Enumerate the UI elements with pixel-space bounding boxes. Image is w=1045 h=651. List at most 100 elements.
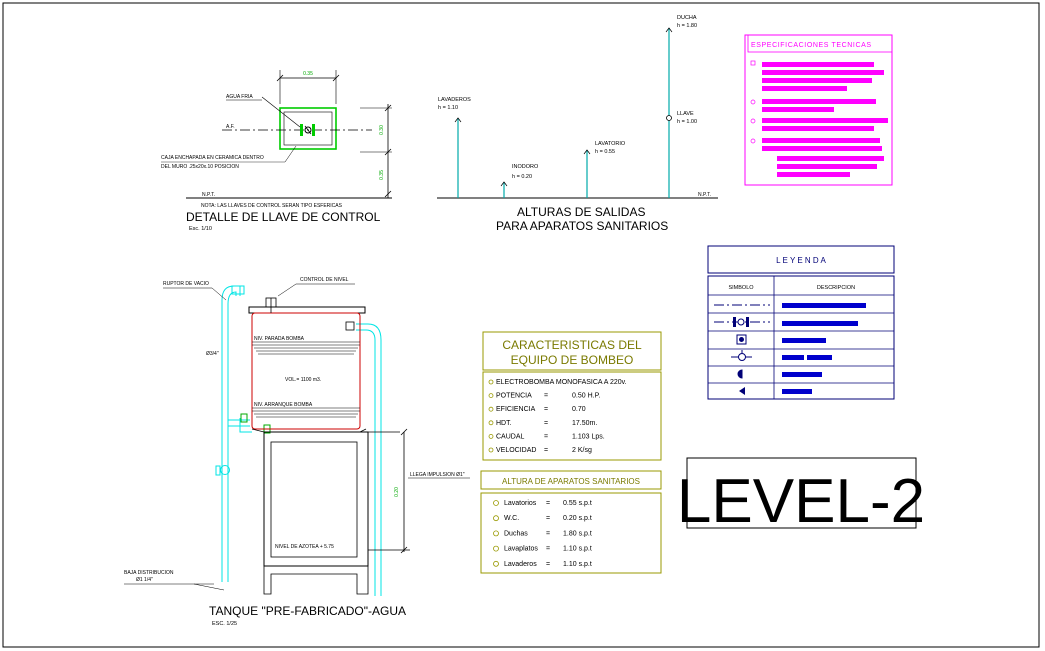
scale-detalle: Esc. 1/10 bbox=[189, 226, 212, 232]
altura-aparatos-sanitarios: ALTURA DE APARATOS SANITARIOS Lavatorios… bbox=[480, 470, 662, 574]
bullet-icon bbox=[488, 406, 494, 412]
label-lavatorio: LAVATORIO bbox=[595, 141, 626, 147]
col-descripcion: DESCRIPCION bbox=[817, 285, 855, 291]
label-azotea: NIVEL DE AZOTEA + 5.75 bbox=[275, 544, 334, 550]
aparato-label: Duchas bbox=[504, 530, 528, 537]
scale-tanque: ESC. 1/25 bbox=[212, 621, 237, 627]
detalle-llave-control: 0.35 A.F. AGUA FRIA 0.30 0.35 CAJA ENCHA… bbox=[161, 70, 392, 232]
level-stamp: LEVEL-2 bbox=[677, 457, 925, 536]
aparato-eq: = bbox=[546, 515, 550, 522]
bombeo-label: POTENCIA bbox=[496, 393, 532, 400]
label-lavatorio-h: h = 0.55 bbox=[595, 149, 615, 155]
dim-altura-base: 0.20 bbox=[394, 487, 400, 497]
bombeo-eq: = bbox=[544, 393, 548, 400]
spec-text-bar bbox=[777, 164, 877, 169]
label-lavaderos-h: h = 1.10 bbox=[438, 105, 458, 111]
bullet-icon bbox=[488, 447, 494, 453]
aparato-eq: = bbox=[546, 500, 550, 507]
meter-box-icon bbox=[736, 334, 747, 345]
bullet-icon bbox=[493, 530, 499, 537]
bullet-icon bbox=[493, 545, 499, 552]
legend-desc-bar bbox=[782, 372, 822, 377]
spec-text-bar bbox=[762, 62, 874, 67]
spec-text-bar bbox=[777, 172, 850, 177]
label-inodoro: INODORO bbox=[512, 164, 539, 170]
tanque-prefabricado: NIV. PARADA BOMBA VOL.= 1100 m3. NIV. AR… bbox=[124, 277, 470, 627]
label-agua-fria: AGUA FRIA bbox=[226, 94, 253, 100]
spec-text-bar bbox=[762, 70, 884, 75]
label-caja-2: DEL MURO .25x20x.10 POSICION bbox=[161, 164, 239, 170]
dim-top: 0.35 bbox=[303, 71, 313, 77]
legend-desc-bar bbox=[782, 355, 804, 360]
specs-bullet bbox=[750, 60, 756, 66]
bombeo-value: 1.103 Lps. bbox=[572, 433, 605, 440]
label-control-nivel: CONTROL DE NIVEL bbox=[300, 277, 349, 283]
label-ducha: DUCHA bbox=[677, 15, 697, 21]
triangle-icon bbox=[739, 387, 745, 395]
label-npt-detail: N.P.T. bbox=[202, 192, 215, 198]
title-detalle: DETALLE DE LLAVE DE CONTROL bbox=[186, 210, 381, 224]
title-alturas-1: ALTURAS DE SALIDAS bbox=[517, 205, 645, 219]
bombeo-eq: = bbox=[544, 447, 548, 454]
spec-text-bar bbox=[762, 99, 876, 104]
bullet-icon bbox=[493, 560, 499, 567]
level-text: LEVEL-2 bbox=[677, 467, 925, 536]
label-llave-h: h = 1.00 bbox=[677, 119, 697, 125]
alturas-salidas: N.P.T. LAVADEROS h = 1.10 INODORO h = 0.… bbox=[437, 15, 718, 233]
valve-icon bbox=[731, 350, 752, 361]
title-bombeo-2: EQUIPO DE BOMBEO bbox=[511, 353, 634, 367]
legend-desc-bar bbox=[782, 338, 826, 343]
bombeo-value: 0.70 bbox=[572, 406, 586, 413]
bullet-icon bbox=[488, 393, 494, 399]
aparato-label: W.C. bbox=[504, 515, 519, 522]
specs-bullet bbox=[750, 118, 756, 124]
bombeo-label: HDT. bbox=[496, 420, 512, 427]
spec-text-bar bbox=[762, 86, 847, 91]
specs-bullet bbox=[750, 99, 756, 105]
bullet-icon bbox=[488, 379, 494, 385]
spec-text-bar bbox=[762, 118, 888, 123]
dim-right-2: 0.35 bbox=[379, 170, 385, 180]
bombeo-eq: = bbox=[544, 433, 548, 440]
aparato-value: 1.10 s.p.t bbox=[563, 561, 592, 568]
aparato-label: Lavaderos bbox=[504, 561, 537, 568]
label-llave: LLAVE bbox=[677, 111, 694, 117]
legend-desc-bar bbox=[807, 355, 832, 360]
spec-text-bar bbox=[762, 107, 834, 112]
bullet-icon bbox=[488, 420, 494, 426]
bombeo-value: 17.50m. bbox=[572, 420, 597, 427]
bombeo-value: 2 K/sg bbox=[572, 447, 592, 454]
aparato-eq: = bbox=[546, 530, 550, 537]
bullet-icon bbox=[488, 433, 494, 439]
title-bombeo-1: CARACTERISTICAS DEL bbox=[502, 338, 642, 352]
spec-text-bar bbox=[762, 146, 882, 151]
valve-union-icon bbox=[714, 317, 770, 327]
label-af: A.F. bbox=[226, 124, 235, 130]
spec-text-bar bbox=[762, 138, 880, 143]
dim-right-1: 0.30 bbox=[379, 125, 385, 135]
bombeo-label: EFICIENCIA bbox=[496, 406, 536, 413]
label-ruptor: RUPTOR DE VACIO bbox=[163, 281, 209, 287]
spec-text-bar bbox=[762, 126, 874, 131]
label-parada: NIV. PARADA BOMBA bbox=[254, 336, 305, 342]
label-npt-alturas: N.P.T. bbox=[698, 192, 711, 198]
aparato-value: 0.20 s.p.t bbox=[563, 515, 592, 522]
label-vol: VOL.= 1100 m3. bbox=[285, 377, 321, 383]
label-caja-1: CAJA ENCHAPADA EN CERAMICA DENTRO bbox=[161, 155, 264, 161]
legend-desc-bar bbox=[782, 389, 812, 394]
caja-llave bbox=[279, 107, 337, 150]
label-baja-diam: Ø1 1/4" bbox=[136, 577, 153, 583]
label-ducha-h: h = 1.80 bbox=[677, 23, 697, 29]
spec-text-bar bbox=[762, 78, 872, 83]
legend-desc-bar bbox=[782, 321, 858, 326]
half-circle-icon bbox=[737, 369, 743, 379]
label-lavaderos: LAVADEROS bbox=[438, 97, 471, 103]
bullet-icon bbox=[493, 500, 499, 506]
title-tanque: TANQUE "PRE-FABRICADO"-AGUA bbox=[209, 604, 406, 618]
aparato-eq: = bbox=[546, 546, 550, 553]
title-alturas-2: PARA APARATOS SANITARIOS bbox=[496, 219, 668, 233]
llave-icon bbox=[666, 115, 672, 121]
label-impulsion: LLEGA IMPULSION Ø1" bbox=[410, 472, 465, 478]
